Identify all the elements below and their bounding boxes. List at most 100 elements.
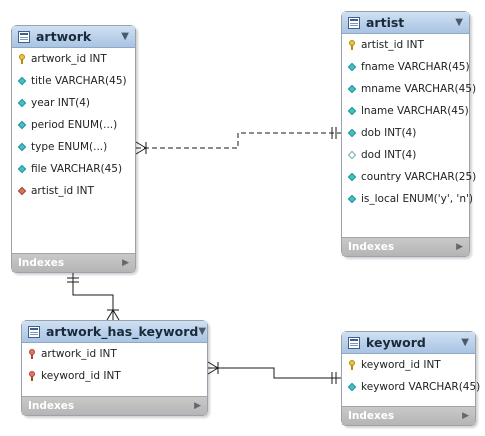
column-row[interactable]: year INT(4) [12, 92, 135, 114]
primary-foreign-key-icon [27, 349, 37, 359]
not-null-column-icon [347, 128, 357, 138]
indexes-section[interactable]: Indexes ▶ [12, 253, 135, 272]
not-null-column-icon [347, 84, 357, 94]
column-row[interactable]: artwork_id INT [12, 48, 135, 70]
primary-key-icon [17, 54, 27, 64]
column-label: artist_id INT [361, 39, 424, 51]
indexes-section[interactable]: Indexes ▶ [342, 237, 469, 256]
indexes-label: Indexes [348, 241, 395, 253]
not-null-column-icon [17, 76, 27, 86]
column-label: title VARCHAR(45) [31, 75, 127, 87]
column-row[interactable]: country VARCHAR(25) [342, 166, 476, 188]
column-row[interactable]: period ENUM(...) [12, 114, 135, 136]
table-icon [348, 16, 360, 29]
crow-foot-ahk-right-end [207, 367, 219, 375]
collapse-arrow-icon[interactable]: ▼ [121, 31, 129, 42]
column-label: type ENUM(...) [31, 141, 108, 153]
column-label: dob INT(4) [361, 127, 417, 139]
column-row[interactable]: type ENUM(...) [12, 136, 135, 158]
not-null-column-icon [347, 106, 357, 116]
crow-foot-artwork-end [135, 141, 147, 149]
column-row[interactable]: artist_id INT [12, 180, 135, 202]
column-row[interactable]: dob INT(4) [342, 122, 469, 144]
not-null-column-icon [17, 164, 27, 174]
column-row[interactable]: keyword_id INT [22, 365, 207, 387]
not-null-column-icon [17, 142, 27, 152]
not-null-column-icon [17, 98, 27, 108]
crow-foot-ahk-end [106, 309, 114, 321]
column-row[interactable]: keyword_id INT [342, 354, 475, 376]
table-header[interactable]: artwork ▼ [12, 26, 135, 48]
indexes-section[interactable]: Indexes ▶ [22, 396, 207, 415]
column-row[interactable]: file VARCHAR(45) [12, 158, 135, 180]
primary-key-icon [347, 40, 357, 50]
not-null-column-icon [17, 120, 27, 130]
column-row[interactable]: keyword VARCHAR(45) [342, 376, 480, 398]
indexes-section[interactable]: Indexes ▶ [342, 406, 475, 425]
table-name: artwork [36, 29, 92, 44]
expand-arrow-icon[interactable]: ▶ [122, 258, 129, 268]
collapse-arrow-icon[interactable]: ▼ [198, 326, 207, 337]
column-row[interactable]: dod INT(4) [342, 144, 469, 166]
table-name: keyword [366, 335, 426, 350]
not-null-column-icon [347, 382, 357, 392]
relationship-artwork-artwork-has-keyword[interactable] [72, 273, 114, 320]
column-row[interactable]: fname VARCHAR(45) [342, 56, 470, 78]
column-row[interactable]: title VARCHAR(45) [12, 70, 135, 92]
column-row[interactable]: mname VARCHAR(45) [342, 78, 476, 100]
expand-arrow-icon[interactable]: ▶ [456, 242, 463, 252]
column-label: fname VARCHAR(45) [361, 61, 470, 73]
crow-foot-artwork-end [135, 147, 147, 155]
column-list: artwork_id INT keyword_id INT [22, 343, 207, 387]
column-label: keyword_id INT [41, 370, 121, 382]
table-artist[interactable]: artist ▼ artist_id INT fname VARCHAR(45)… [341, 11, 476, 257]
column-row[interactable]: is_local ENUM('y', 'n') [342, 188, 473, 210]
column-label: dod INT(4) [361, 149, 417, 161]
expand-arrow-icon[interactable]: ▶ [462, 411, 469, 421]
primary-key-icon [347, 360, 357, 370]
indexes-label: Indexes [18, 257, 65, 269]
column-row[interactable]: artist_id INT [342, 34, 469, 56]
column-row[interactable]: lname VARCHAR(45) [342, 100, 469, 122]
table-name: artwork_has_keyword [46, 324, 199, 339]
relationship-artwork-artist[interactable] [136, 132, 341, 149]
expand-arrow-icon[interactable]: ▶ [194, 401, 201, 411]
not-null-column-icon [347, 172, 357, 182]
column-label: keyword_id INT [361, 359, 441, 371]
table-artwork[interactable]: artwork ▼ artwork_id INT title VARCHAR(4… [11, 25, 136, 273]
indexes-label: Indexes [348, 410, 395, 422]
column-label: file VARCHAR(45) [31, 163, 123, 175]
column-label: year INT(4) [31, 97, 91, 109]
primary-foreign-key-icon [27, 371, 37, 381]
column-row[interactable]: artwork_id INT [22, 343, 207, 365]
collapse-arrow-icon[interactable]: ▼ [461, 337, 469, 348]
not-null-column-icon [347, 194, 357, 204]
table-artwork-has-keyword[interactable]: artwork_has_keyword ▼ artwork_id INT key… [21, 320, 208, 416]
column-label: mname VARCHAR(45) [361, 83, 477, 95]
column-list: artist_id INT fname VARCHAR(45) mname VA… [342, 34, 476, 210]
foreign-key-column-icon [17, 186, 27, 196]
table-header[interactable]: artist ▼ [342, 12, 469, 34]
indexes-label: Indexes [28, 400, 75, 412]
column-label: keyword VARCHAR(45) [361, 381, 481, 393]
column-label: lname VARCHAR(45) [361, 105, 469, 117]
column-label: period ENUM(...) [31, 119, 118, 131]
column-label: artist_id INT [31, 185, 94, 197]
table-header[interactable]: keyword ▼ [342, 332, 475, 354]
not-null-column-icon [347, 62, 357, 72]
column-label: is_local ENUM('y', 'n') [361, 193, 473, 205]
column-label: artwork_id INT [31, 53, 107, 65]
crow-foot-ahk-right-end [207, 361, 219, 369]
collapse-arrow-icon[interactable]: ▼ [455, 17, 463, 28]
table-icon [348, 336, 360, 349]
column-list: artwork_id INT title VARCHAR(45) year IN… [12, 48, 135, 202]
table-header[interactable]: artwork_has_keyword ▼ [22, 321, 207, 343]
table-name: artist [366, 15, 405, 30]
table-icon [28, 325, 40, 338]
nullable-column-icon [347, 150, 357, 160]
relationship-artwork-has-keyword-keyword[interactable] [208, 367, 341, 379]
column-label: country VARCHAR(25) [361, 171, 477, 183]
crow-foot-ahk-end [112, 309, 120, 321]
table-keyword[interactable]: keyword ▼ keyword_id INT keyword VARCHAR… [341, 331, 480, 426]
column-label: artwork_id INT [41, 348, 117, 360]
